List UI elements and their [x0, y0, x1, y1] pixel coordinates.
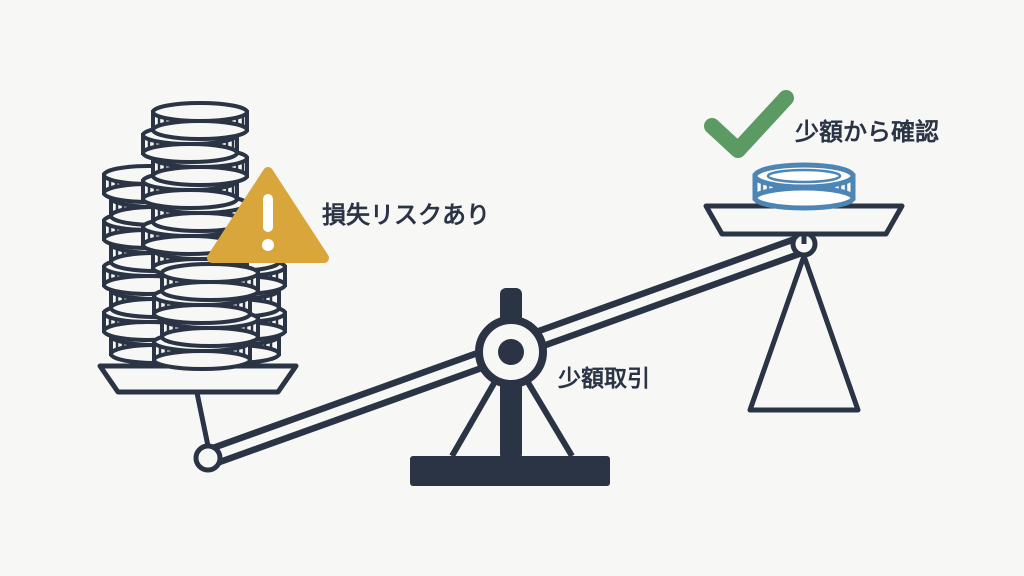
coin [160, 262, 260, 302]
left-coin-stack [102, 101, 287, 371]
check-mark-icon [704, 90, 794, 158]
coin [151, 101, 249, 141]
fulcrum-base [410, 456, 610, 486]
warning-triangle-icon [207, 167, 329, 263]
right-pan [703, 203, 905, 413]
single-coin [752, 162, 856, 211]
risk-label: 損失リスクあり [322, 201, 490, 229]
left-beam-pivot [193, 443, 223, 473]
small-trade-label: 少額取引 [558, 366, 650, 392]
confirm-label: 少額から確認 [795, 118, 939, 146]
center-pivot [475, 316, 547, 388]
